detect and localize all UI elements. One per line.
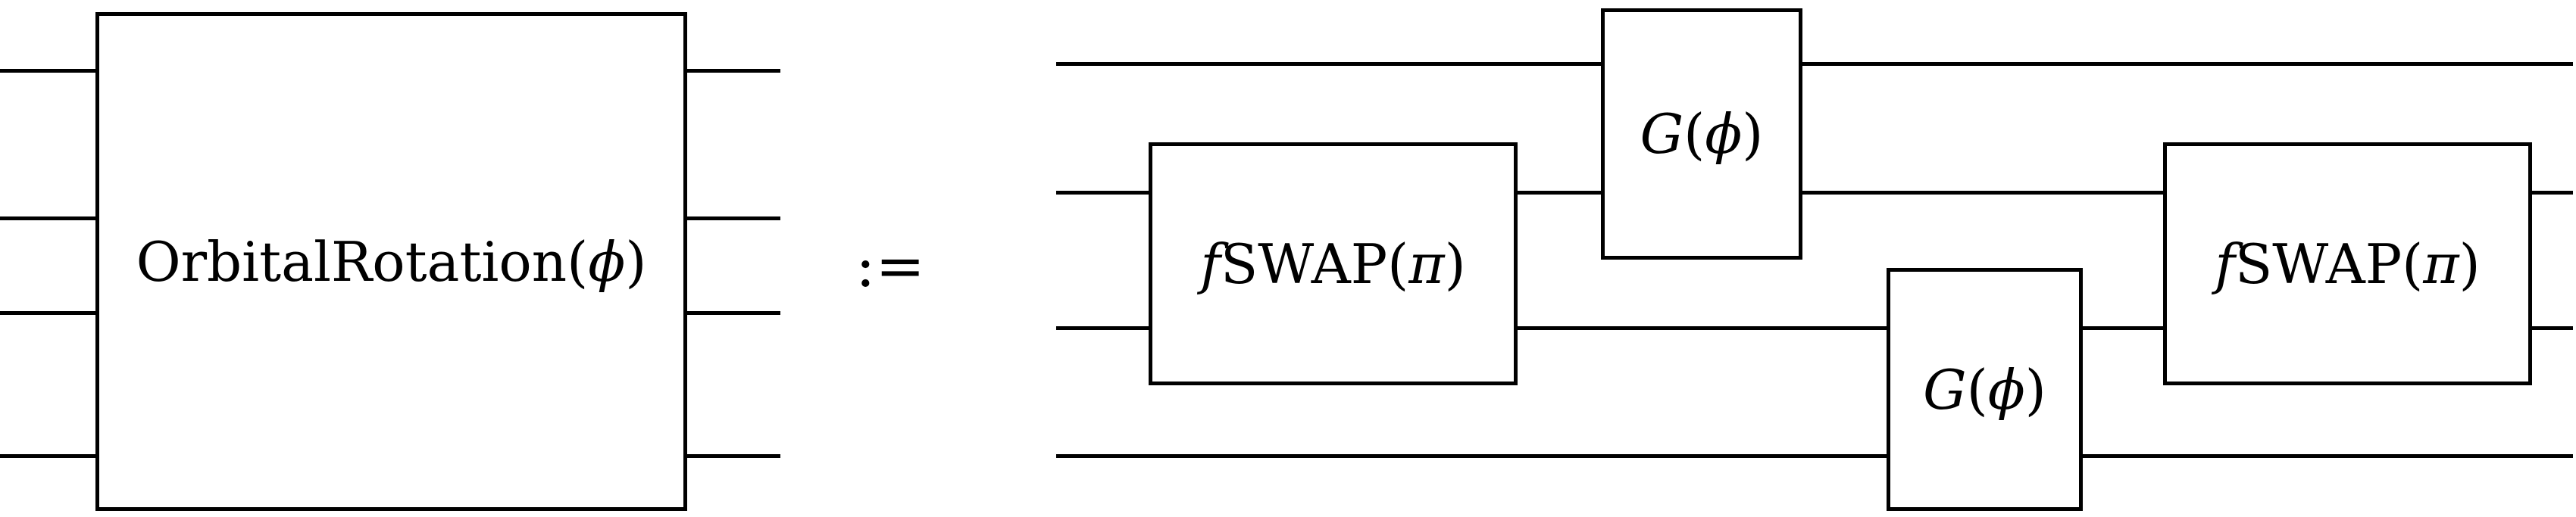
lhs-wire-q3-in [0,454,98,458]
givens-top-label: G(ϕ) [1640,102,1764,166]
fswap-name: SWAP( [2234,232,2424,296]
phi-symbol: ϕ [1987,357,2025,422]
pi-symbol: π [2423,232,2459,296]
lhs-wire-q2-in [0,311,98,315]
orbital-label-name: OrbitalRotation( [136,229,589,294]
g-open: ( [1683,102,1705,166]
fswap-f-symbol: f [2215,232,2235,296]
rhs-wire-q1 [1056,191,2573,195]
rhs-wire-q0 [1056,62,2573,66]
lhs-wire-q1-in [0,216,98,220]
fswap-gate-1: fSWAP(π) [1149,142,1518,385]
lhs-wire-q2-out [684,311,780,315]
g-symbol: G [1640,102,1684,166]
orbital-label-close: ) [625,229,647,294]
fswap-close: ) [1444,232,1466,296]
phi-symbol: ϕ [588,229,626,294]
lhs-wire-q3-out [684,454,780,458]
fswap-gate-2: fSWAP(π) [2163,142,2532,385]
fswap-name: SWAP( [1220,232,1409,296]
lhs-wire-q0-out [684,69,780,73]
g-close: ) [1742,102,1764,166]
givens-bottom-label: G(ϕ) [1923,358,2046,422]
defined-as-symbol: := [855,232,925,301]
phi-symbol: ϕ [1705,102,1743,166]
givens-gate-bottom: G(ϕ) [1887,268,2083,511]
g-close: ) [2024,357,2046,422]
fswap-f-symbol: f [1200,232,1221,296]
g-open: ( [1966,357,1988,422]
rhs-wire-q2 [1056,326,2573,330]
orbital-rotation-gate: OrbitalRotation(ϕ) [95,12,687,511]
orbital-rotation-label: OrbitalRotation(ϕ) [136,230,647,294]
fswap-2-label: fSWAP(π) [2215,232,2480,296]
lhs-wire-q0-in [0,69,98,73]
fswap-1-label: fSWAP(π) [1200,232,1465,296]
givens-gate-top: G(ϕ) [1601,8,1802,260]
g-symbol: G [1923,357,1967,422]
lhs-wire-q1-out [684,216,780,220]
rhs-wire-q3 [1056,454,2573,458]
fswap-close: ) [2459,232,2481,296]
pi-symbol: π [1408,232,1445,296]
